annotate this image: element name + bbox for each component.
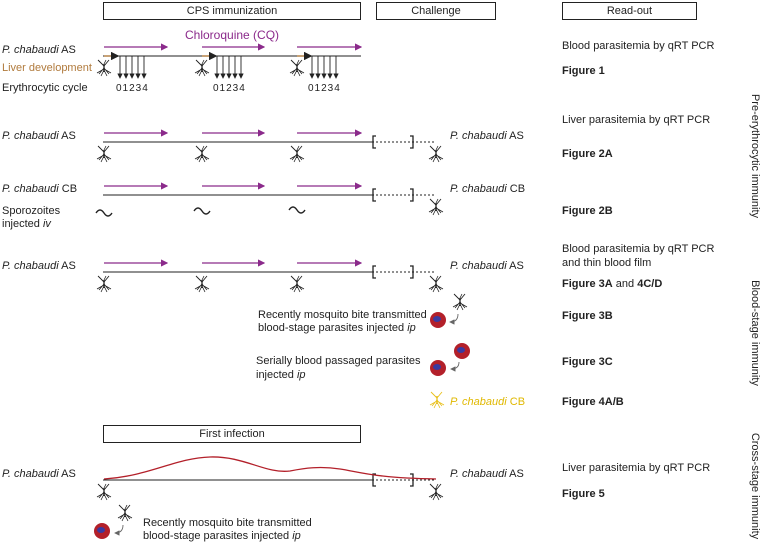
erythrocytic-cycle-label: Erythrocytic cycle bbox=[2, 82, 88, 94]
row5-figure: Figure 3B bbox=[562, 310, 613, 322]
mosquito-icon bbox=[96, 59, 112, 77]
row9-icons bbox=[94, 504, 133, 539]
mosquito-icon bbox=[96, 483, 112, 501]
row1-figure: Figure 1 bbox=[562, 65, 605, 77]
cycle-numbers-2: 01234 bbox=[213, 83, 246, 94]
mosquito-icon bbox=[428, 145, 444, 163]
cycle-numbers-1: 01234 bbox=[116, 83, 149, 94]
row3-figure: Figure 2B bbox=[562, 205, 613, 217]
row3-right-label: P. chabaudi CB bbox=[450, 183, 526, 195]
row3-left-label: P. chabaudi CB bbox=[2, 183, 78, 195]
mosquito-icon bbox=[96, 275, 112, 293]
row9-line2: blood-stage parasites injected ip bbox=[143, 530, 301, 542]
mosquito-icon bbox=[289, 59, 305, 77]
row2-figure: Figure 2A bbox=[562, 148, 613, 160]
row4-timeline bbox=[96, 259, 444, 293]
row3-timeline bbox=[95, 182, 444, 217]
row8-readout: Liver parasitemia by qRT PCR bbox=[562, 462, 711, 474]
row1-timeline bbox=[96, 43, 363, 79]
mosquito-icon bbox=[429, 391, 445, 409]
tilde-icon bbox=[288, 206, 306, 214]
row7-label: P. chabaudi CB bbox=[450, 396, 526, 408]
cps-header: CPS immunization bbox=[103, 2, 361, 20]
chloroquine-label: Chloroquine (CQ) bbox=[185, 28, 280, 42]
row8-right-label: P. chabaudi AS bbox=[450, 468, 524, 480]
mosquito-icon bbox=[428, 198, 444, 216]
row2-right-label: P. chabaudi AS bbox=[450, 130, 524, 142]
row1-left-label: P. chabaudi AS bbox=[2, 44, 76, 56]
row4-right-label: P. chabaudi AS bbox=[450, 260, 524, 272]
row6-line1: Serially blood passaged parasites bbox=[256, 355, 421, 367]
mosquito-icon bbox=[452, 293, 468, 311]
red-blood-cell-icon bbox=[94, 523, 110, 539]
row6-line2: injected ip bbox=[256, 369, 306, 381]
mosquito-icon bbox=[194, 275, 210, 293]
row5-icons bbox=[430, 293, 468, 328]
row5-line1: Recently mosquito bite transmitted bbox=[258, 309, 427, 321]
row4-figure: Figure 3A and 4C/D bbox=[562, 278, 663, 290]
mosquito-icon bbox=[289, 145, 305, 163]
mosquito-icon bbox=[289, 275, 305, 293]
row6-icons bbox=[430, 343, 470, 376]
parasitemia-curve bbox=[103, 456, 437, 480]
row3-note-line1: Sporozoites bbox=[2, 205, 61, 217]
cycle-numbers-3: 01234 bbox=[308, 83, 341, 94]
row9-line1: Recently mosquito bite transmitted bbox=[143, 517, 312, 529]
row2-readout: Liver parasitemia by qRT PCR bbox=[562, 114, 711, 126]
mosquito-icon bbox=[194, 59, 210, 77]
row1-readout: Blood parasitemia by qRT PCR bbox=[562, 40, 715, 52]
challenge-header: Challenge bbox=[376, 2, 496, 20]
row4-left-label: P. chabaudi AS bbox=[2, 260, 76, 272]
row6-figure: Figure 3C bbox=[562, 356, 613, 368]
row2-timeline bbox=[96, 129, 444, 163]
mosquito-icon bbox=[428, 275, 444, 293]
mosquito-icon bbox=[96, 145, 112, 163]
tilde-icon bbox=[193, 207, 211, 215]
row8-timeline bbox=[96, 456, 444, 501]
mosquito-icon bbox=[428, 483, 444, 501]
row4-readout-line2: and thin blood film bbox=[562, 257, 652, 269]
row2-left-label: P. chabaudi AS bbox=[2, 130, 76, 142]
mosquito-icon bbox=[194, 145, 210, 163]
red-blood-cell-icon bbox=[454, 343, 470, 359]
liver-development-label: Liver development bbox=[2, 62, 92, 74]
red-blood-cell-icon bbox=[430, 360, 446, 376]
row8-figure: Figure 5 bbox=[562, 488, 605, 500]
row7-figure: Figure 4A/B bbox=[562, 396, 624, 408]
first-infection-header: First infection bbox=[103, 425, 361, 443]
row5-line2: blood-stage parasites injected ip bbox=[258, 322, 416, 334]
red-blood-cell-icon bbox=[430, 312, 446, 328]
mosquito-icon bbox=[117, 504, 133, 522]
tilde-icon bbox=[95, 209, 113, 217]
row4-readout-line1: Blood parasitemia by qRT PCR bbox=[562, 243, 715, 255]
row3-note-line2: injected iv bbox=[2, 218, 51, 230]
row8-left-label: P. chabaudi AS bbox=[2, 468, 76, 480]
readout-header: Read-out bbox=[562, 2, 697, 20]
